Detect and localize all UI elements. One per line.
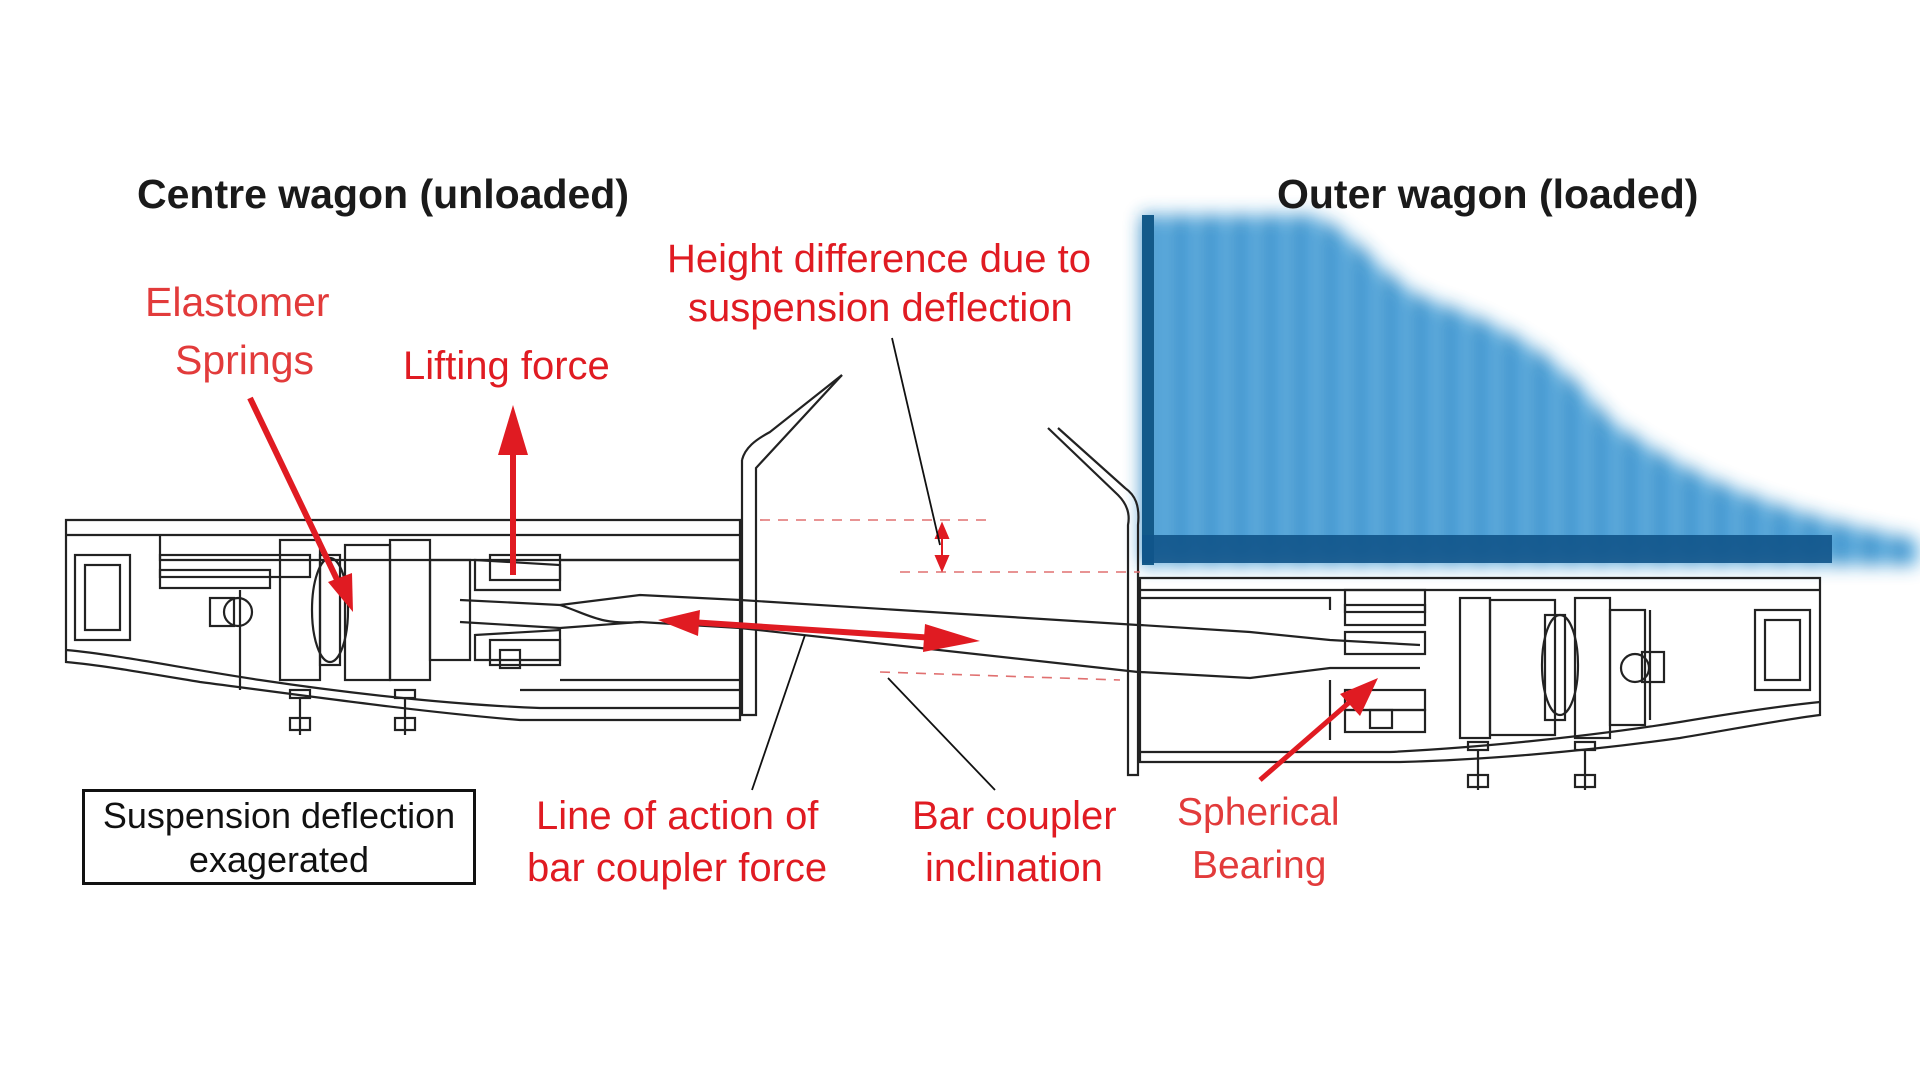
- deflection-note-line2: exagerated: [188, 839, 370, 880]
- bar-coupler-label-line2: inclination: [925, 846, 1103, 890]
- height-reference-lines: [760, 519, 1140, 681]
- spherical-bearing-label-line2: Bearing: [1192, 844, 1327, 887]
- lifting-force-label: Lifting force: [403, 344, 610, 388]
- lifting-force-arrow: [498, 405, 528, 575]
- height-difference-arrows: [934, 521, 950, 573]
- elastomer-arrow: [247, 396, 353, 612]
- spherical-bearing-arrow: [1258, 678, 1378, 782]
- centre-wagon-title: Centre wagon (unloaded): [137, 171, 629, 217]
- left-buffer-plate: [740, 374, 843, 717]
- line-of-action-label-line2: bar coupler force: [527, 846, 828, 890]
- outer-wagon-title: Outer wagon (loaded): [1277, 171, 1699, 217]
- deflection-note-line1: Suspension deflection: [102, 795, 456, 836]
- centre-wagon-frame: [64, 518, 742, 735]
- height-difference-label-line2: suspension deflection: [688, 286, 1073, 330]
- spherical-bearing-label-line1: Spherical: [1177, 791, 1340, 834]
- container-load: [1142, 215, 1920, 565]
- bar-coupler: [739, 598, 1139, 674]
- bar-coupler-label-line1: Bar coupler: [912, 794, 1117, 838]
- right-buffer-plate: [1047, 427, 1140, 777]
- height-difference-label-line1: Height difference due to: [667, 237, 1092, 281]
- coupler-force-arrow: [658, 610, 980, 652]
- elastomer-label-line1: Elastomer: [145, 279, 330, 325]
- line-of-action-label-line1: Line of action of: [536, 794, 819, 838]
- leader-lines: [751, 337, 996, 791]
- outer-coupler-head: [1139, 623, 1421, 680]
- outer-wagon-frame: [1138, 576, 1822, 790]
- deflection-note-box: Suspension deflection exagerated: [82, 789, 476, 885]
- elastomer-label-line2: Springs: [175, 337, 315, 383]
